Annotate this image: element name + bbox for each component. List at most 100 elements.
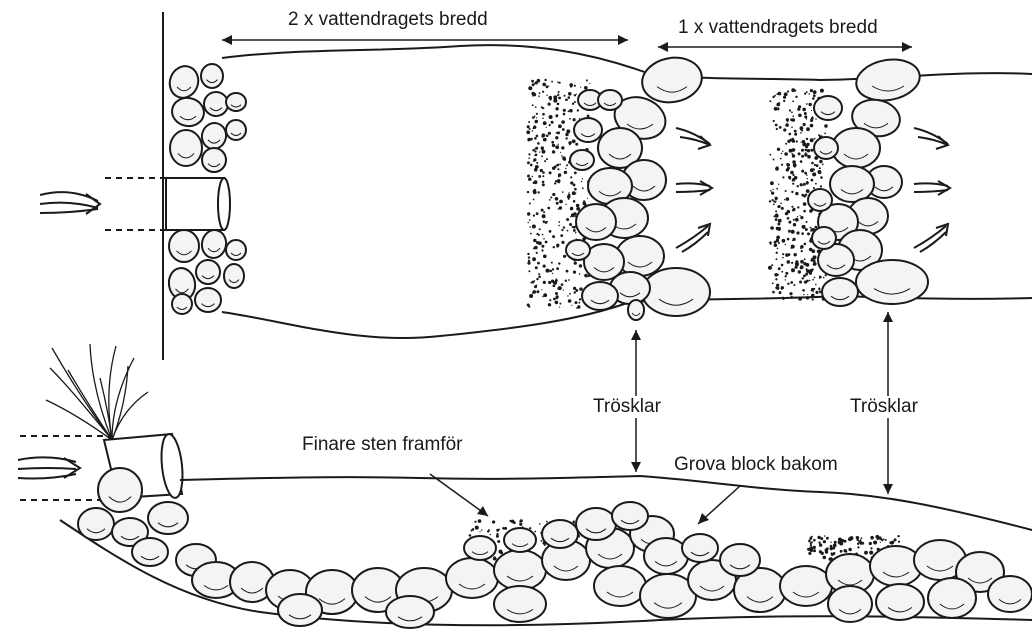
gravel-dot <box>792 154 795 157</box>
gravel-dot <box>587 115 590 118</box>
gravel-dot <box>778 205 781 208</box>
grass-tuft <box>46 344 148 440</box>
gravel-dot <box>574 262 577 265</box>
gravel-dot <box>779 291 782 294</box>
gravel-dot <box>573 521 576 524</box>
gravel-dot <box>552 273 553 274</box>
gravel-dot <box>792 100 794 102</box>
gravel-dot <box>542 214 546 218</box>
gravel-dot <box>789 133 791 135</box>
gravel-dot <box>533 290 537 294</box>
gravel-dot <box>830 542 831 543</box>
gravel-dot <box>805 228 808 231</box>
gravel-dot <box>561 283 564 286</box>
gravel-dot <box>537 262 540 265</box>
gravel-dot <box>798 297 802 301</box>
gravel-dot <box>819 543 822 546</box>
stone <box>148 502 188 534</box>
gravel-dot <box>493 557 497 561</box>
gravel-dot <box>557 81 559 83</box>
gravel-dot <box>553 284 556 287</box>
gravel-dot <box>573 229 576 232</box>
gravel-dot <box>562 128 565 131</box>
gravel-dot <box>541 209 544 212</box>
gravel-dot <box>531 80 534 83</box>
gravel-dot <box>555 107 558 110</box>
gravel-dot <box>575 232 577 234</box>
stone <box>170 130 202 166</box>
gravel-dot <box>798 270 801 273</box>
stone <box>853 55 923 106</box>
gravel-dot <box>565 204 566 205</box>
gravel-dot <box>815 226 818 229</box>
gravel-dot <box>571 305 572 306</box>
gravel-dot <box>556 132 558 134</box>
gravel-dot <box>520 519 523 522</box>
gravel-dot <box>790 171 794 175</box>
gravel-dot <box>527 138 531 142</box>
gravel-dot <box>545 241 548 244</box>
gravel-dot <box>856 536 859 539</box>
gravel-dot <box>781 164 783 166</box>
gravel-dot <box>543 293 547 297</box>
gravel-dot <box>561 229 563 231</box>
gravel-dot <box>536 290 539 293</box>
stone <box>594 566 646 606</box>
threshold-label-1: Trösklar <box>591 396 663 418</box>
gravel-dot <box>533 199 535 201</box>
gravel-dot <box>534 83 536 85</box>
gravel-dot <box>555 136 558 139</box>
stone <box>504 528 536 552</box>
gravel-dot <box>528 86 532 90</box>
gravel-dot <box>804 112 807 115</box>
gravel-dot <box>810 548 814 552</box>
gravel-dot <box>557 168 559 170</box>
gravel-dot <box>570 216 571 217</box>
gravel-dot <box>563 113 566 116</box>
gravel-dot <box>529 226 531 228</box>
gravel-dot <box>792 174 794 176</box>
gravel-dot <box>768 266 772 270</box>
gravel-dot <box>782 297 785 300</box>
gravel-dot <box>798 114 802 118</box>
gravel-dot <box>869 551 873 555</box>
gravel-dot <box>570 207 573 210</box>
stone <box>598 90 622 110</box>
stone <box>822 278 858 306</box>
stone <box>201 64 223 88</box>
gravel-dot <box>475 526 479 530</box>
gravel-dot <box>815 183 817 185</box>
gravel-dot <box>801 149 804 152</box>
gravel-dot <box>543 265 546 268</box>
gravel-dot <box>799 281 802 284</box>
profile-view <box>18 344 1032 628</box>
gravel-dot <box>544 79 546 81</box>
gravel-dot <box>792 139 795 142</box>
gravel-dot <box>556 202 559 205</box>
gravel-dot <box>769 200 771 202</box>
gravel-dot <box>577 109 579 111</box>
gravel-dot <box>527 212 530 215</box>
gravel-dot <box>769 154 771 156</box>
gravel-dot <box>817 536 820 539</box>
gravel-dot <box>794 133 797 136</box>
gravel-dot <box>813 90 817 94</box>
stone <box>856 260 928 304</box>
gravel-dot <box>555 292 558 295</box>
gravel-dot <box>558 262 560 264</box>
stone <box>195 288 221 312</box>
gravel-dot <box>809 537 812 540</box>
gravel-dot <box>825 550 828 553</box>
gravel-dot <box>774 244 777 247</box>
gravel-dot <box>785 143 787 145</box>
stone <box>78 508 114 540</box>
gravel-dot <box>831 552 833 554</box>
gravel-dot <box>820 185 822 187</box>
stone <box>808 189 832 211</box>
gravel-dot <box>824 124 828 128</box>
gravel-dot <box>537 142 540 145</box>
gravel-dot <box>811 288 814 291</box>
gravel-dot <box>542 91 544 93</box>
gravel-dot <box>543 121 547 125</box>
gravel-dot <box>776 166 778 168</box>
